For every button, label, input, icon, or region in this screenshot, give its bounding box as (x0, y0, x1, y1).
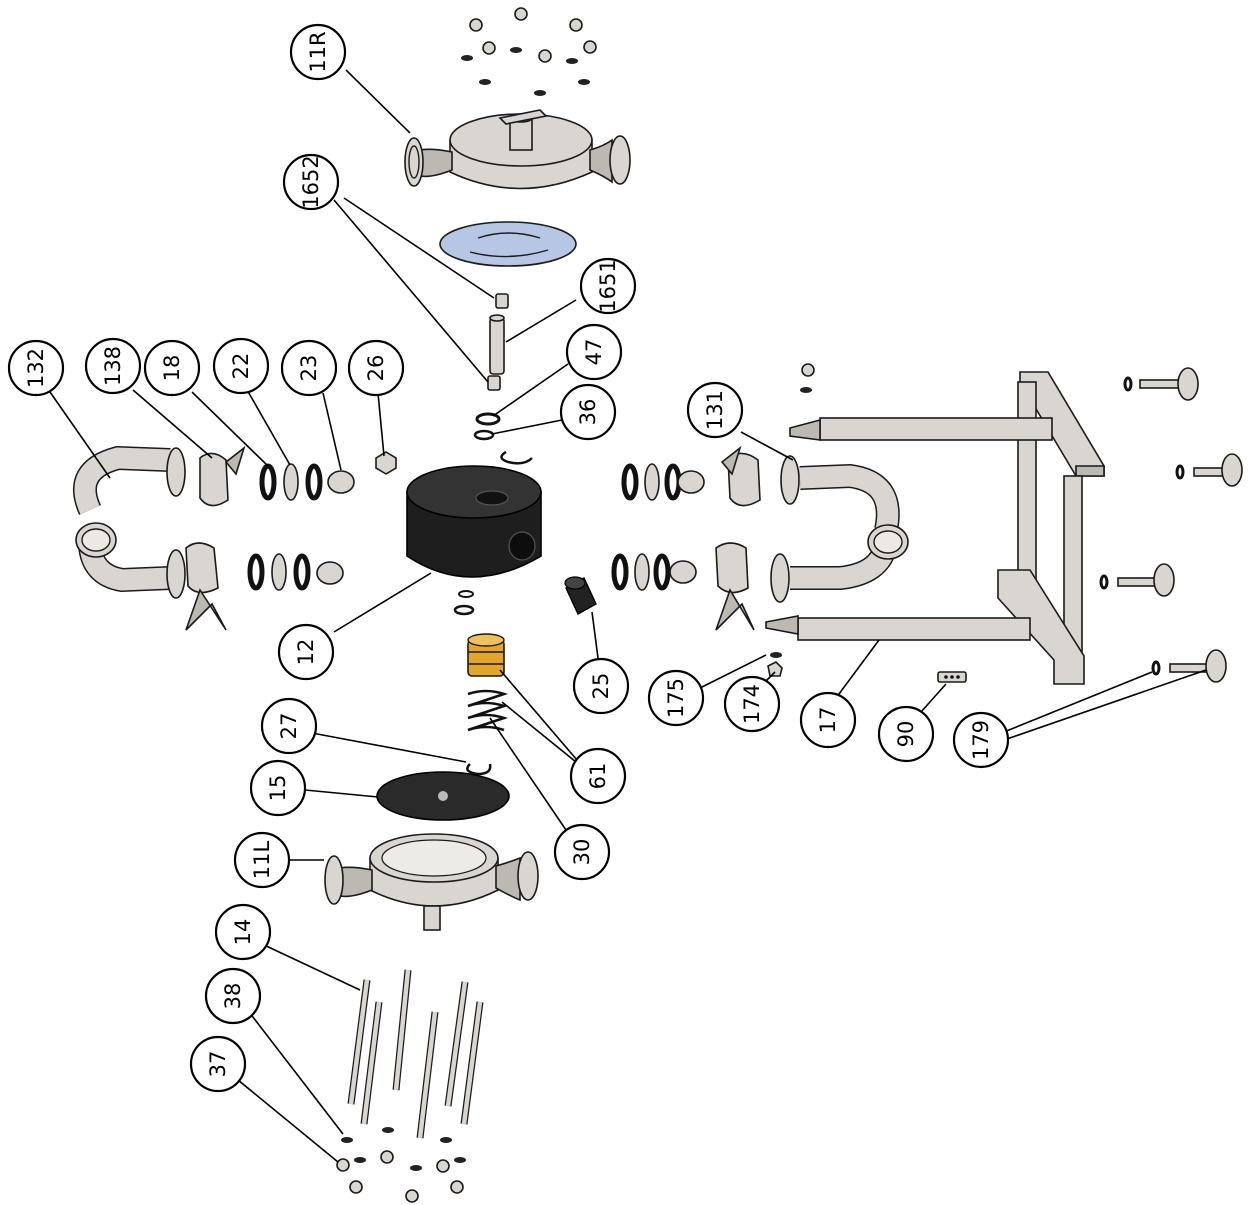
left-seals-18-22 (247, 463, 323, 591)
callout-14: 14 (214, 903, 272, 961)
svg-text:27: 27 (277, 713, 301, 740)
bottom-fasteners (336, 1127, 466, 1203)
plug-25 (564, 576, 597, 615)
callout-131: 131 (686, 381, 744, 439)
fitting-26 (375, 451, 397, 475)
left-clamps-138 (185, 445, 246, 631)
callout-26: 26 (347, 339, 405, 397)
right-seals (611, 463, 705, 591)
callout-132: 132 (7, 339, 65, 397)
svg-text:47: 47 (582, 339, 606, 366)
svg-text:14: 14 (231, 919, 255, 946)
callout-25: 25 (572, 657, 630, 715)
callout-12: 12 (277, 623, 335, 681)
callout-17: 17 (799, 691, 857, 749)
spring-30 (467, 689, 509, 732)
svg-text:131: 131 (703, 390, 727, 430)
circlip-27 (466, 763, 492, 776)
tie-rods-14 (347, 969, 484, 1139)
svg-text:1652: 1652 (299, 155, 323, 208)
svg-text:25: 25 (589, 673, 613, 700)
callout-174: 174 (723, 675, 781, 733)
svg-text:22: 22 (229, 353, 253, 380)
right-clamps (715, 445, 761, 631)
svg-text:18: 18 (160, 355, 184, 382)
callout-38: 38 (204, 967, 262, 1025)
callout-30: 30 (553, 823, 611, 881)
part-90 (937, 671, 967, 683)
svg-text:138: 138 (101, 346, 125, 386)
left-manifold-132 (73, 445, 186, 599)
diaphragm-blue (439, 221, 577, 267)
callout-1652: 1652 (282, 153, 340, 211)
svg-text:26: 26 (364, 355, 388, 382)
svg-text:30: 30 (570, 839, 594, 866)
feet-179 (1099, 367, 1243, 683)
callout-18: 18 (143, 339, 201, 397)
callout-90: 90 (877, 705, 935, 763)
housing-11r (404, 109, 631, 190)
callout-138: 138 (84, 337, 142, 395)
callout-179: 179 (952, 711, 1010, 769)
svg-text:90: 90 (894, 721, 918, 748)
svg-text:174: 174 (740, 684, 764, 724)
center-body-12 (406, 465, 542, 578)
svg-text:132: 132 (24, 348, 48, 388)
top-acorn-nuts (461, 7, 597, 96)
callout-61: 61 (569, 747, 627, 805)
callout-1651: 1651 (579, 257, 637, 315)
callout-37: 37 (189, 1035, 247, 1093)
callout-22: 22 (212, 337, 270, 395)
left-balls-23 (316, 470, 355, 585)
callout-11r: 11R (289, 23, 347, 81)
leader-lines (49, 69, 1207, 1163)
svg-text:17: 17 (816, 707, 840, 734)
callout-11l: 11L (233, 831, 291, 889)
callout-36: 36 (559, 383, 617, 441)
svg-text:15: 15 (266, 775, 290, 802)
stand-nuts (767, 363, 815, 677)
svg-text:61: 61 (586, 763, 610, 790)
svg-text:175: 175 (664, 678, 688, 718)
callout-23: 23 (280, 339, 338, 397)
seals-47-36 (473, 412, 533, 465)
svg-text:23: 23 (297, 355, 321, 382)
lower-washers (453, 590, 475, 616)
svg-text:12: 12 (294, 639, 318, 666)
svg-text:38: 38 (221, 983, 245, 1010)
brass-spool-61 (467, 633, 505, 677)
svg-text:179: 179 (969, 720, 993, 760)
housing-11l (324, 833, 539, 931)
callout-15: 15 (249, 759, 307, 817)
svg-text:36: 36 (576, 399, 600, 426)
stand-frame-17 (765, 371, 1105, 685)
callout-27: 27 (260, 697, 318, 755)
svg-text:37: 37 (206, 1051, 230, 1078)
right-manifold-131 (770, 455, 909, 603)
shaft-assembly (487, 293, 509, 391)
svg-text:1651: 1651 (596, 259, 620, 312)
svg-text:11R: 11R (306, 31, 330, 72)
callout-175: 175 (647, 669, 705, 727)
callout-47: 47 (565, 323, 623, 381)
diaphragm-black (376, 771, 510, 821)
svg-text:11L: 11L (250, 840, 274, 879)
